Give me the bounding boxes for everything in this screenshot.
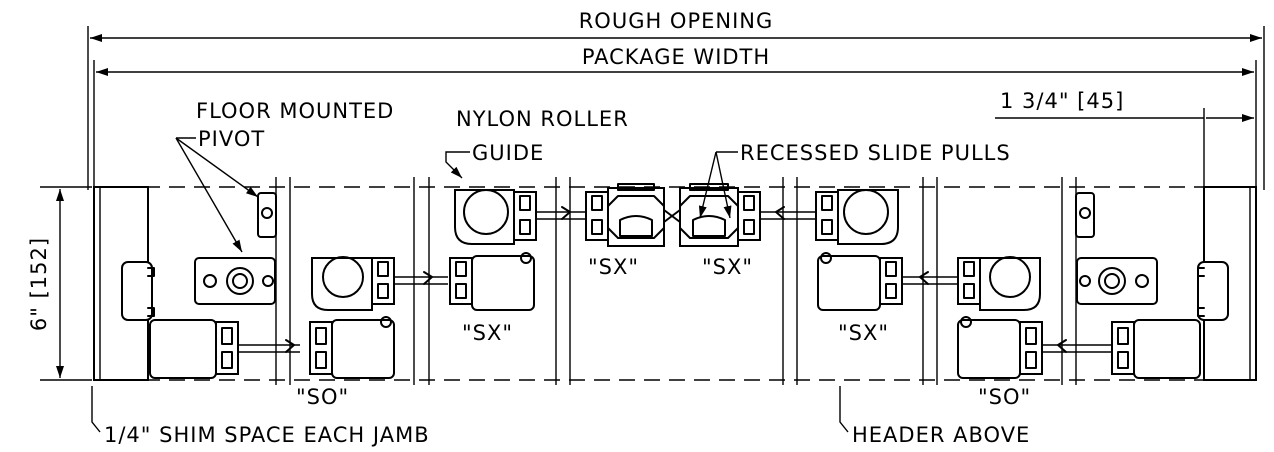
nylon-roller-label-1: NYLON ROLLER [456,107,629,131]
center-left-pull-panel [585,183,665,247]
center-right-pull-panel [663,183,761,247]
floor-pivot-label-1: FLOOR MOUNTED [196,99,394,123]
left-middle-panel [311,252,535,311]
shim-label: 1/4" SHIM SPACE EACH JAMB [104,423,430,447]
labels: FLOOR MOUNTED PIVOT NYLON ROLLER GUIDE R… [104,99,1031,447]
offset-dimension: 1 3/4" [45] [995,89,1254,190]
floor-pivot-label-2: PIVOT [198,127,265,151]
header-above-label: HEADER ABOVE [852,423,1030,447]
sx-label-3: "SX" [702,255,753,279]
package-width-label: PACKAGE WIDTH [582,45,770,69]
slide-pulls-label: RECESSED SLIDE PULLS [740,141,1011,165]
offset-label: 1 3/4" [45] [1000,89,1124,113]
header-lines [94,186,1256,381]
package-width-dimension: PACKAGE WIDTH [93,45,1257,190]
left-jamb [93,186,155,381]
left-pivot [194,192,277,305]
panel-dividers [275,177,1077,385]
leader-lines [91,137,849,433]
right-upper-panel [760,189,899,245]
rough-opening-label: ROUGH OPENING [579,9,774,33]
right-middle-panel [817,252,1041,311]
right-lower-panel [957,316,1201,379]
sx-label-2: "SX" [588,255,639,279]
rough-opening-dimension: ROUGH OPENING [87,9,1265,190]
so-label-1: "SO" [296,385,349,409]
sx-label-1: "SX" [462,321,513,345]
left-lower-panel [149,316,395,379]
so-label-2: "SO" [978,385,1031,409]
nylon-roller-label-2: GUIDE [472,141,544,165]
height-label: 6" [152] [27,237,51,331]
right-pivot [1075,192,1158,305]
left-upper-panel [454,189,590,245]
sx-label-4: "SX" [838,321,889,345]
height-dimension: 6" [152] [27,186,92,381]
right-jamb [1197,186,1257,381]
